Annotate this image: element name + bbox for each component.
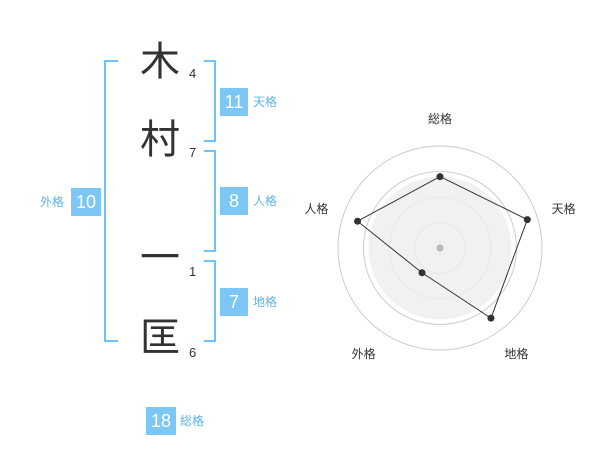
stroke-count-4: 6	[189, 345, 197, 360]
name-char-3: 一	[140, 235, 180, 281]
gaikaku-bracket	[104, 60, 118, 342]
chikaku-bracket	[204, 260, 216, 342]
radar-axis-label-2: 天格	[552, 201, 576, 216]
jinkaku-bracket	[204, 150, 216, 252]
stroke-count-2: 7	[189, 145, 197, 160]
radar-point-5	[354, 217, 362, 225]
radar-polygon	[356, 176, 528, 319]
radar-point-3	[487, 314, 495, 322]
tenkaku-label: 天格	[253, 95, 278, 109]
radar-center-dot	[436, 244, 444, 252]
radar-ring	[337, 145, 543, 351]
radar-axis-label-5: 人格	[304, 201, 328, 216]
chikaku-label: 地格	[253, 295, 278, 309]
radar-point-2	[523, 216, 531, 224]
name-char-4: 匡	[140, 315, 180, 361]
radar-axis-label-1: 総格	[428, 111, 452, 126]
tenkaku-bracket	[204, 60, 216, 142]
radar-point-4	[418, 269, 426, 277]
gaikaku-label: 外格	[40, 195, 65, 209]
jinkaku-label: 人格	[253, 194, 278, 208]
radar-axis-label-3: 地格	[504, 346, 528, 361]
soukaku-value: 18	[146, 407, 176, 435]
radar-point-1	[436, 173, 444, 181]
stroke-count-3: 1	[189, 264, 197, 279]
chikaku-value: 7	[220, 288, 248, 316]
name-char-1: 木	[140, 39, 180, 85]
jinkaku-value: 8	[220, 187, 248, 215]
gaikaku-value: 10	[71, 188, 101, 216]
tenkaku-value: 11	[220, 88, 248, 116]
radar-axis-label-4: 外格	[352, 346, 376, 361]
name-char-2: 村	[140, 117, 180, 163]
stroke-count-1: 4	[189, 66, 197, 81]
soukaku-label: 総格	[180, 414, 205, 428]
